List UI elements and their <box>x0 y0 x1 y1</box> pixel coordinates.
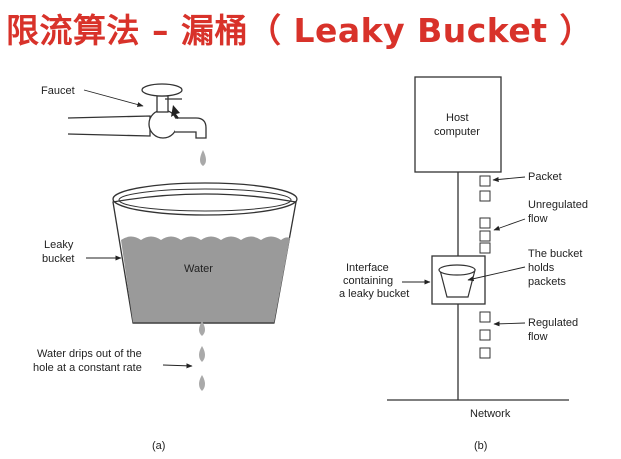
bucket-icon <box>112 182 298 324</box>
water-label: Water <box>184 263 213 275</box>
drip-icon <box>199 346 205 362</box>
slide-title: 限流算法 – 漏桶（ Leaky Bucket ） <box>6 11 594 50</box>
drip-icon <box>199 375 205 391</box>
network-label: Network <box>470 408 511 420</box>
packet-box <box>479 242 491 254</box>
packet-box <box>479 311 491 323</box>
faucet-label: Faucet <box>41 85 75 97</box>
drip-icon <box>199 321 205 336</box>
packet-box <box>479 190 491 202</box>
packet-label: Packet <box>528 171 562 183</box>
caption-a: (a) <box>152 440 165 452</box>
faucet-icon <box>67 83 207 139</box>
caption-b: (b) <box>474 440 487 452</box>
cursor-icon <box>171 105 180 119</box>
small-bucket-icon <box>438 264 476 298</box>
packet-box <box>479 329 491 341</box>
host-computer-box <box>414 76 502 173</box>
packet-box <box>479 347 491 359</box>
packet-box <box>479 217 491 229</box>
water-fill <box>121 236 290 323</box>
packet-box <box>479 175 491 187</box>
packet-box <box>479 230 491 242</box>
drop-icon <box>200 150 206 166</box>
